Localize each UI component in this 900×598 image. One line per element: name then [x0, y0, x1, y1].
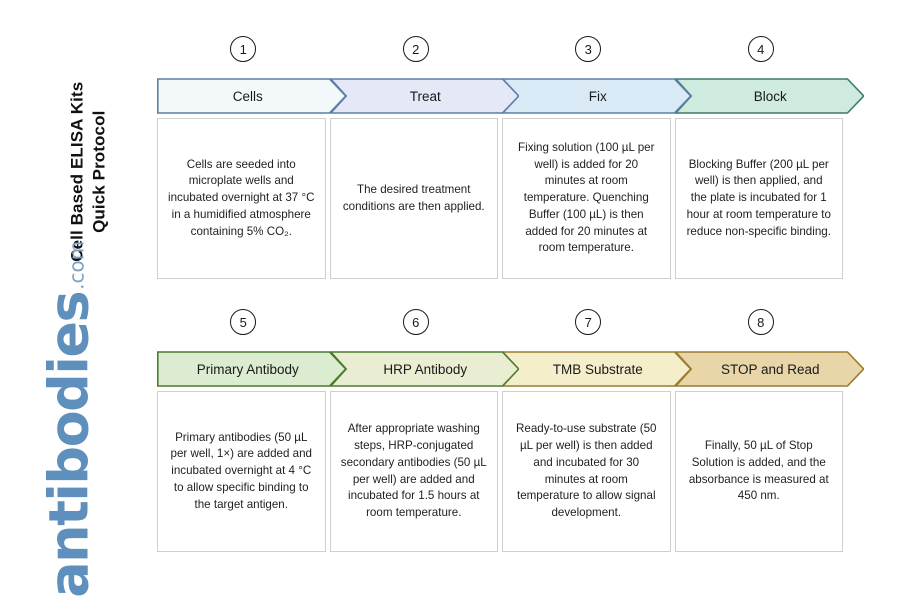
step-title-label: Fix [588, 88, 607, 104]
step-title-label: TMB Substrate [552, 361, 643, 377]
step-number-badge: 5 [230, 309, 257, 335]
step-description-text: Cells are seeded into microplate wells a… [168, 157, 315, 238]
step-description-text: Primary antibodies (50 µL per well, 1×) … [170, 430, 312, 511]
step-number-label: 3 [584, 41, 592, 57]
step-description-box: Ready-to-use substrate (50 µL per well) … [502, 391, 671, 552]
step-title-label: Treat [409, 88, 441, 104]
step-chevron[interactable]: TMB Substrate [502, 351, 692, 387]
step-number-label: 5 [239, 314, 247, 330]
chevron-shape [157, 351, 347, 387]
antibodies-logo: antibodies .com [38, 241, 101, 598]
step-description-text: The desired treatment conditions are the… [342, 182, 485, 213]
step-number-label: 7 [584, 314, 592, 330]
step-number-badge: 2 [402, 36, 429, 62]
step-description-text: Ready-to-use substrate (50 µL per well) … [516, 422, 657, 520]
step-chevron[interactable]: Treat [329, 78, 519, 114]
step-description-box: Finally, 50 µL of Stop Solution is added… [674, 391, 843, 552]
logo-tld-text: .com [64, 240, 89, 290]
body-track-1: Cells are seeded into microplate wells a… [157, 118, 847, 279]
body-track-2: Primary antibodies (50 µL per well, 1×) … [157, 391, 847, 552]
step-number-label: 4 [757, 41, 765, 57]
step-number-label: 1 [239, 41, 247, 57]
step-description-text: Fixing solution (100 µL per well) is add… [518, 140, 655, 255]
step-number-badge: 4 [747, 36, 774, 62]
step-number-badge: 3 [575, 36, 602, 62]
step-description-box: Blocking Buffer (200 µL per well) is the… [674, 118, 843, 279]
logo-brand-text: antibodies [37, 291, 101, 598]
step-number-label: 2 [412, 41, 420, 57]
step-number-track-1: 1 2 3 4 [157, 36, 847, 68]
step-chevron[interactable]: Block [674, 78, 864, 114]
step-number-badge: 1 [230, 36, 257, 62]
step-description-text: Finally, 50 µL of Stop Solution is added… [688, 438, 829, 503]
step-description-text: After appropriate washing steps, HRP-con… [340, 422, 487, 520]
step-title-label: Block [753, 88, 787, 104]
step-number-badge: 8 [747, 309, 774, 335]
chevron-band-2: Primary Antibody HRP Antibody TMB Substrat… [157, 351, 864, 387]
step-title-label: STOP and Read [720, 361, 820, 377]
step-description-box: The desired treatment conditions are the… [329, 118, 498, 279]
step-number-badge: 6 [402, 309, 429, 335]
chevron-band-1: Cells Treat Fix Block [157, 78, 864, 114]
step-description-text: Blocking Buffer (200 µL per well) is the… [686, 157, 831, 238]
step-description-box: Primary antibodies (50 µL per well, 1×) … [157, 391, 326, 552]
step-description-box: Cells are seeded into microplate wells a… [157, 118, 326, 279]
step-number-track-2: 5 6 7 8 [157, 309, 847, 341]
step-title-label: Primary Antibody [196, 361, 299, 377]
chevron-shape [157, 78, 347, 114]
step-chevron[interactable]: Primary Antibody [157, 351, 347, 387]
step-number-badge: 7 [575, 309, 602, 335]
step-title-label: HRP Antibody [383, 361, 468, 377]
flow-row-1: 1 2 3 4 Cells Treat Fix Block Cells are seeded… [157, 36, 864, 279]
step-chevron[interactable]: HRP Antibody [329, 351, 519, 387]
step-description-box: After appropriate washing steps, HRP-con… [329, 391, 498, 552]
flow-row-2: 5 6 7 8 Primary Antibody HRP Antibody TMB Sub… [157, 309, 864, 552]
step-number-label: 8 [757, 314, 765, 330]
step-number-label: 6 [412, 314, 420, 330]
step-chevron[interactable]: Fix [502, 78, 692, 114]
step-chevron[interactable]: Cells [157, 78, 347, 114]
step-title-label: Cells [232, 88, 263, 104]
page-title-line1: Cell Based ELISA Kits [67, 81, 87, 262]
step-chevron[interactable]: STOP and Read [674, 351, 864, 387]
step-description-box: Fixing solution (100 µL per well) is add… [502, 118, 671, 279]
